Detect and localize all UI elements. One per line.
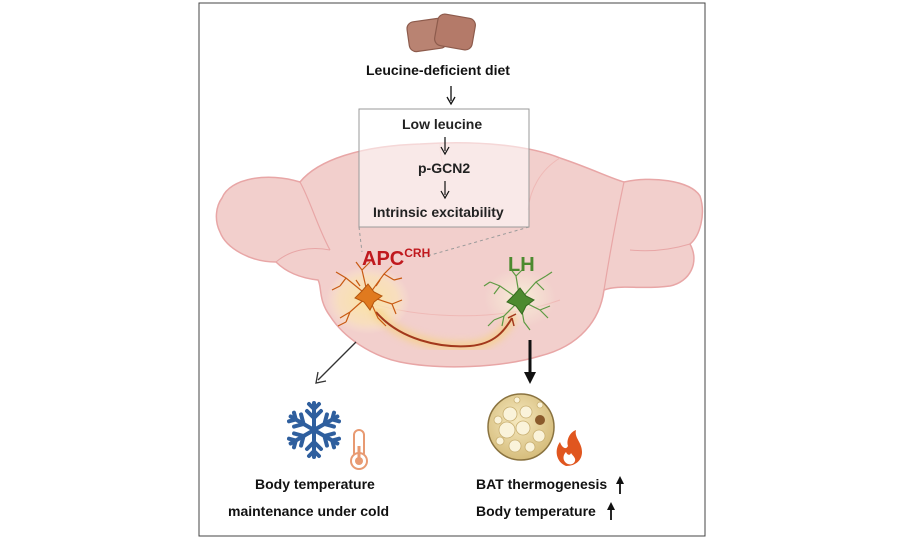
up-arrow-icon-bodytemp <box>607 502 615 520</box>
box-step-low-leucine: Low leucine <box>402 116 483 132</box>
box-step-excitability: Intrinsic excitability <box>373 204 504 220</box>
zoom-line-left <box>358 226 363 253</box>
thermometer-icon <box>350 429 368 470</box>
down-arrow-box-1 <box>440 137 450 156</box>
brown-fat-cell-icon <box>487 393 555 461</box>
apc-soma <box>354 283 383 311</box>
arrow-to-cold-outcome <box>315 341 357 384</box>
arrow-to-bat-outcome <box>524 340 536 384</box>
bat-outcome-line2: Body temperature <box>476 503 596 519</box>
leucine-pill-icon <box>406 13 476 53</box>
lh-region-label: LH <box>508 254 535 276</box>
flame-icon <box>556 430 582 466</box>
apc-neuron-icon <box>331 261 403 327</box>
mechanism-box <box>358 108 530 228</box>
diet-label: Leucine-deficient diet <box>366 62 510 78</box>
down-arrow-diet <box>446 86 456 106</box>
apc-main-text: APC <box>362 248 405 270</box>
zoom-line-right <box>419 226 530 259</box>
down-arrow-box-2 <box>440 181 450 200</box>
apc-region-label: APCCRH <box>362 246 430 271</box>
snowflake-icon <box>285 401 343 459</box>
up-arrow-icon-bat <box>616 476 624 494</box>
cold-outcome-line1: Body temperature <box>255 476 375 492</box>
bat-outcome-line1: BAT thermogenesis <box>476 476 608 492</box>
box-step-pgcn2: p-GCN2 <box>418 160 471 176</box>
cold-outcome-line2: maintenance under cold <box>228 503 390 519</box>
projection-axon <box>371 307 517 351</box>
apc-superscript: CRH <box>404 246 431 260</box>
lh-soma <box>506 287 535 315</box>
